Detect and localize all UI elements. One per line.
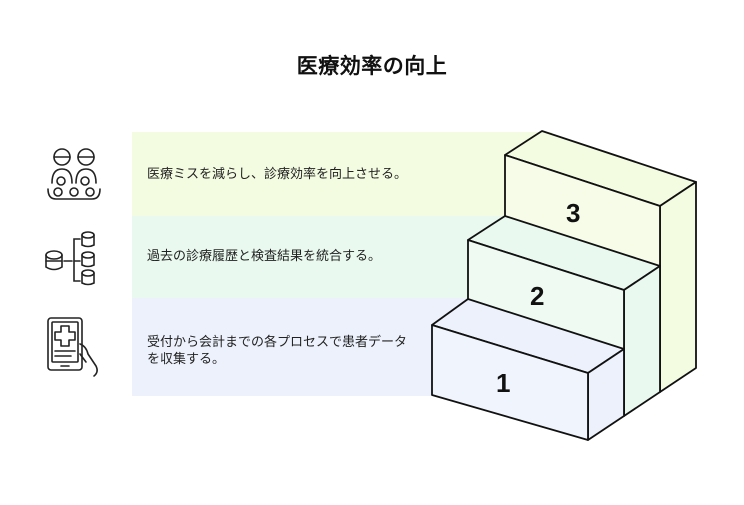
- page-title: 医療効率の向上: [296, 54, 448, 78]
- step-1-number: 1: [496, 368, 510, 398]
- step-1-label: 受付から会計までの各プロセスで患者データを収集する。: [147, 335, 408, 367]
- tablet-medical-hand-icon: [47, 317, 98, 377]
- step-2-label: 過去の診療履歴と検査結果を統合する。: [147, 249, 382, 264]
- database-merge-icon: [45, 231, 95, 286]
- medical-team-icon: [47, 148, 101, 200]
- step-3-label: 医療ミスを減らし、診療効率を向上させる。: [147, 167, 408, 182]
- step-2-number: 2: [530, 281, 544, 311]
- step-3-band: [132, 132, 552, 216]
- step-1-block: [431, 298, 625, 441]
- step-3-number: 3: [566, 198, 580, 228]
